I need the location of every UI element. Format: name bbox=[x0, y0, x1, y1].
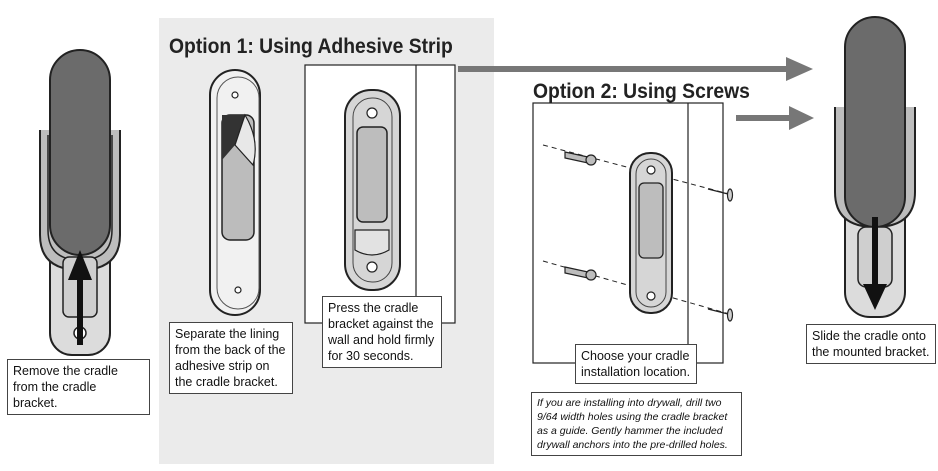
flow-arrow-icon bbox=[736, 106, 814, 130]
flow-arrow-icon bbox=[458, 57, 813, 81]
option1-heading: Option 1: Using Adhesive Strip bbox=[169, 35, 453, 58]
choose-location-callout: Choose your cradle installation location… bbox=[575, 344, 697, 384]
cradle-removal-illustration bbox=[39, 49, 121, 356]
wall-pressed-bracket-illustration bbox=[304, 64, 456, 324]
separate-lining-callout: Separate the lining from the back of the… bbox=[169, 322, 293, 394]
cradle-attached-illustration bbox=[834, 16, 916, 318]
adhesive-bracket-illustration bbox=[209, 69, 261, 316]
press-bracket-callout: Press the cradle bracket against the wal… bbox=[322, 296, 442, 368]
remove-cradle-callout: Remove the cradle from the cradle bracke… bbox=[7, 359, 150, 415]
option2-heading: Option 2: Using Screws bbox=[533, 80, 750, 103]
screw-mount-illustration bbox=[532, 102, 734, 364]
slide-cradle-callout: Slide the cradle onto the mounted bracke… bbox=[806, 324, 936, 364]
drywall-note: If you are installing into drywall, dril… bbox=[531, 392, 742, 456]
